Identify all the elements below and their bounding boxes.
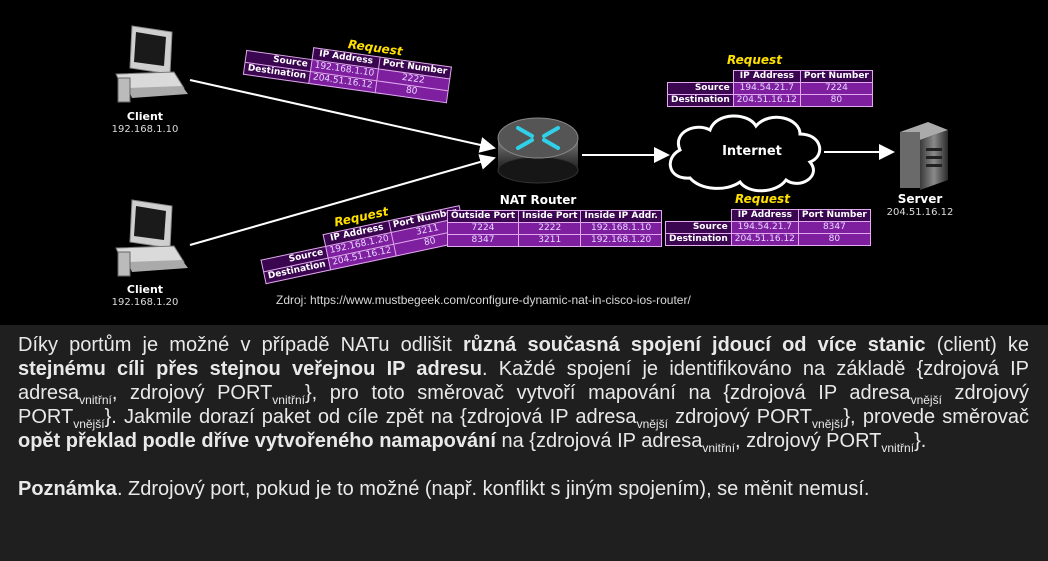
subscript: vnitřní <box>702 441 736 455</box>
bold-text: různá současná spojení jdoucí od více st… <box>462 334 926 356</box>
cloud-icon <box>668 114 822 193</box>
packet-out1-value: 204.51.16.12 <box>732 94 801 107</box>
server-label: Server <box>897 192 943 206</box>
nat-table-cell: 7224 <box>446 222 520 235</box>
packet-out1-key: Source <box>667 82 734 95</box>
packet-out2-key: Source <box>665 221 732 234</box>
paragraph-main: Díky portům je možné v případě NATu odli… <box>18 333 1030 455</box>
source-credit: Zdroj: https://www.mustbegeek.com/config… <box>276 293 691 307</box>
bold-text: opět překlad podle dříve vytvořeného nam… <box>18 430 496 452</box>
nat-table-cell: 192.168.1.20 <box>580 234 662 247</box>
packet-out2-table: IP Address Port Number Source 194.54.21.… <box>665 209 871 246</box>
text-run: . Každé spojení je identifikováno na zák… <box>18 358 1029 404</box>
subscript: vnější <box>73 417 105 431</box>
text-run: }. <box>914 430 927 452</box>
subscript: vnější <box>812 417 844 431</box>
nat-table-cell: 192.168.1.10 <box>580 222 662 235</box>
text-run: , zdrojový PORT <box>111 382 273 404</box>
computer-icon-bottom <box>115 199 188 277</box>
subscript: vnitřní <box>272 393 305 407</box>
packet-out1-title: Request <box>727 53 782 67</box>
server-ip: 204.51.16.12 <box>886 207 954 218</box>
packet-out1-header-ip: IP Address <box>732 70 801 83</box>
router-icon <box>497 117 579 184</box>
packet-out2-title: Request <box>735 192 790 206</box>
nat-table-header: Inside IP Addr. <box>580 210 662 223</box>
text-run: Díky portům je možné v případě NATu odli… <box>18 334 463 356</box>
router-label: NAT Router <box>499 193 577 207</box>
nat-table-header: Outside Port <box>446 210 520 223</box>
nat-table-cell: 2222 <box>518 222 582 235</box>
packet-out2-key: Destination <box>665 233 732 246</box>
computer-icon-top <box>115 25 188 103</box>
link-client2-router <box>189 154 496 246</box>
internet-label: Internet <box>722 144 782 159</box>
text-run: }, provede směrovač <box>843 406 1029 428</box>
nat-table-header: Inside Port <box>518 210 582 223</box>
client-bottom-label: Client <box>126 283 164 296</box>
link-client1-router <box>189 79 496 153</box>
packet-out2-header-port: Port Number <box>797 209 871 222</box>
client-bottom-ip: 192.168.1.20 <box>111 297 179 308</box>
packet-out1-table: IP Address Port Number Source 194.54.21.… <box>667 70 873 107</box>
paragraph-note: Poznámka. Zdrojový port, pokud je to mož… <box>18 477 1029 501</box>
subscript: vnitřní <box>79 393 112 407</box>
diagram-graphics <box>115 25 948 277</box>
packet-out2-value: 204.51.16.12 <box>730 233 799 246</box>
subscript: vnější <box>910 393 942 407</box>
nat-table-cell: 3211 <box>518 234 582 247</box>
server-icon <box>900 122 948 190</box>
nat-table-cell: 8347 <box>446 234 520 247</box>
text-run: zdrojový PORT <box>18 382 1030 428</box>
packet-out2-value: 194.54.21.7 <box>730 221 799 234</box>
text-run: zdrojový PORT <box>667 406 813 428</box>
nat-diagram: Client 192.168.1.10 Client 192.168.1.20 … <box>0 0 1048 325</box>
packet-out1-key: Destination <box>667 94 734 107</box>
subscript: vnější <box>636 417 668 431</box>
packet-out1-header-port: Port Number <box>799 70 873 83</box>
subscript: vnitřní <box>881 441 915 455</box>
text-run: , zdrojový PORT <box>735 430 882 452</box>
explanation-text: Díky portům je možné v případě NATu odli… <box>18 333 1029 501</box>
client-top-label: Client <box>126 110 164 123</box>
nat-table: Outside Port Inside Port Inside IP Addr.… <box>446 210 662 247</box>
packet-out1-value: 7224 <box>799 82 873 95</box>
note-text: . Zdrojový port, pokud je to možné (např… <box>116 478 870 500</box>
packet-out2-header-ip: IP Address <box>730 209 799 222</box>
packet-out1-value: 194.54.21.7 <box>732 82 801 95</box>
text-run: na {zdrojová IP adresa <box>495 430 703 452</box>
text-run: (client) ke <box>925 334 1030 356</box>
packet-out1-value: 80 <box>799 94 873 107</box>
text-run: }. Jakmile dorazí paket od cíle zpět na … <box>104 406 637 428</box>
client-top-ip: 192.168.1.10 <box>111 124 179 135</box>
packet-out2-value: 80 <box>797 233 871 246</box>
bold-text: stejnému cíli přes stejnou veřejnou IP a… <box>18 358 482 380</box>
note-heading: Poznámka <box>18 478 117 500</box>
packet-out2-value: 8347 <box>797 221 871 234</box>
text-run: }, pro toto směrovač vytvoří mapování na… <box>304 382 911 404</box>
